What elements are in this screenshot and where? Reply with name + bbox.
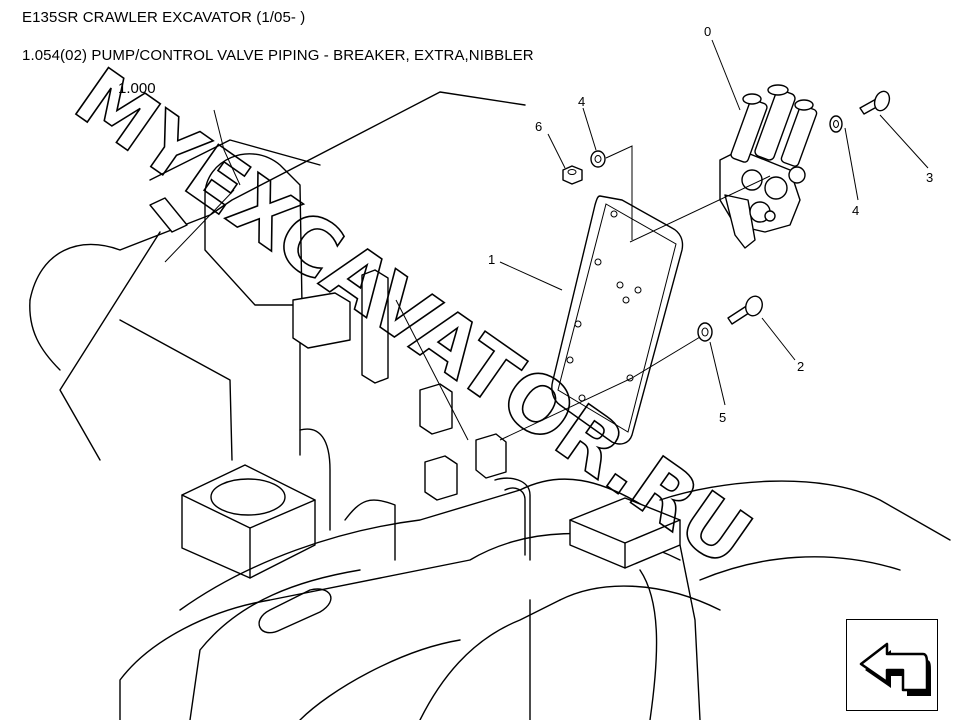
mounting-plate-part-1 xyxy=(551,195,684,445)
fasteners xyxy=(562,90,891,342)
next-page-button[interactable] xyxy=(846,619,938,711)
next-page-arrow-icon xyxy=(859,642,931,696)
callout-3: 3 xyxy=(926,170,933,185)
control-valve-part-0 xyxy=(719,84,818,249)
section-title: 1.054(02) PUMP/CONTROL VALVE PIPING - BR… xyxy=(22,47,534,64)
callout-6: 6 xyxy=(535,119,542,134)
callout-4-left: 4 xyxy=(578,94,585,109)
diagram-title: E135SR CRAWLER EXCAVATOR (1/05- ) xyxy=(22,9,306,26)
callout-4-right: 4 xyxy=(852,203,859,218)
leader-lines xyxy=(164,39,929,441)
callout-2: 2 xyxy=(797,359,804,374)
reference-label: 1.000 xyxy=(118,80,156,97)
frame-drawing xyxy=(29,91,951,720)
callout-1: 1 xyxy=(488,252,495,267)
callout-0: 0 xyxy=(704,24,711,39)
callout-labels: 0 1 2 3 4 4 5 6 1.000 xyxy=(118,24,933,425)
callout-5: 5 xyxy=(719,410,726,425)
